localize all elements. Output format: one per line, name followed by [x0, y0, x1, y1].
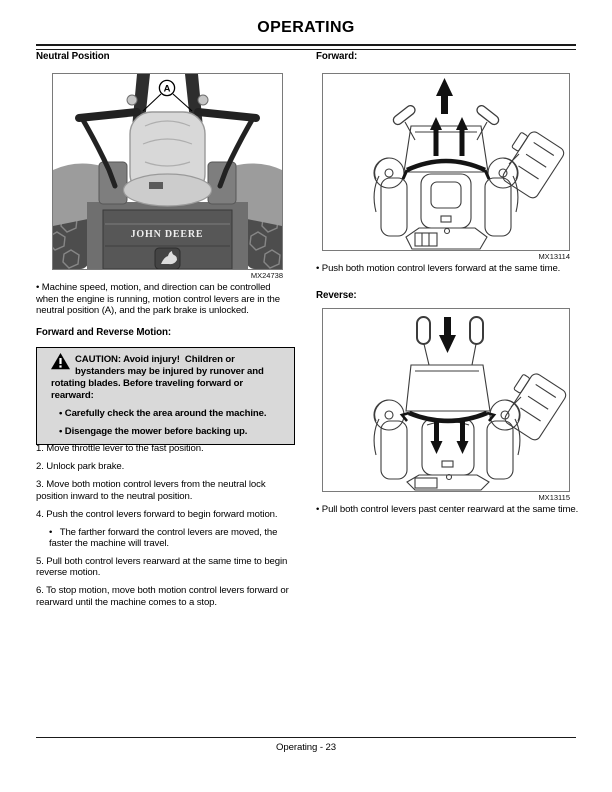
- section-heading-forward-reverse-motion: Forward and Reverse Motion:: [36, 327, 172, 338]
- mower-top-view-reverse: [323, 309, 569, 491]
- lever-crossbar-forward: [406, 158, 486, 173]
- lever-grip-left: [392, 105, 416, 126]
- step-2: 2. Unlock park brake.: [36, 461, 125, 472]
- mower-top-view-forward: [323, 74, 569, 250]
- small-up-arrow-left-icon: [430, 117, 442, 156]
- figure-caption-mx13115: MX13115: [538, 493, 570, 502]
- small-up-arrow-right-icon: [456, 117, 468, 156]
- side-bagger: [502, 131, 565, 199]
- footer-page-label: Operating - 23: [276, 742, 336, 753]
- lever-grip-right: [469, 316, 484, 345]
- warning-icon: [51, 353, 75, 370]
- small-down-arrow-right-icon: [456, 421, 469, 454]
- engine-housing: [405, 227, 488, 250]
- rear-wheel-right: [484, 177, 512, 237]
- seat: [122, 111, 213, 207]
- reverse-bullet: • Pull both control levers past center r…: [316, 504, 579, 515]
- procedure-steps: 1. Move throttle lever to the fast posit…: [36, 443, 294, 615]
- figure-caption-mx13114: MX13114: [538, 252, 570, 261]
- forward-bullet: • Push both motion control levers forwar…: [316, 263, 561, 274]
- brand-text: JOHN DEERE: [131, 229, 204, 240]
- section-heading-neutral-position: Neutral Position: [36, 51, 110, 62]
- header-double-rule: [36, 44, 576, 50]
- section-heading-reverse: Reverse:: [316, 290, 357, 301]
- lever-grip-left: [416, 316, 431, 345]
- rear-wheel-right: [486, 420, 514, 480]
- step-5: 5. Pull both control levers rearward at …: [36, 555, 288, 579]
- figure-forward-diagram: [322, 73, 570, 251]
- caution-bullet-2: • Disengage the mower before backing up.: [59, 425, 248, 437]
- rear-wheel-left: [380, 177, 408, 237]
- lever-grip-right: [476, 105, 500, 126]
- big-up-arrow-icon: [436, 78, 453, 114]
- callout-a: A: [142, 79, 193, 112]
- step-6: 6. To stop motion, move both motion cont…: [36, 585, 289, 608]
- step-4: 4. Push the control levers forward to be…: [36, 508, 278, 520]
- step-3: 3. Move both motion control levers from …: [36, 479, 266, 502]
- motion-control-levers: [75, 108, 260, 189]
- big-down-arrow-icon: [439, 317, 456, 353]
- small-down-arrow-left-icon: [430, 421, 443, 454]
- neutral-position-bullet: • Machine speed, motion, and direction c…: [36, 282, 280, 316]
- caution-bullet-1: • Carefully check the area around the ma…: [59, 408, 267, 419]
- footer-rule: [36, 737, 576, 738]
- label-a-badge: [158, 79, 176, 97]
- step-1: 1. Move throttle lever to the fast posit…: [36, 443, 204, 454]
- caution-text: CAUTION: Avoid injury! Children or bysta…: [51, 354, 264, 401]
- side-bagger: [504, 373, 567, 441]
- engine-housing: [406, 474, 490, 491]
- lever-crossbar-reverse: [408, 410, 488, 424]
- label-a-text: A: [164, 84, 171, 95]
- figure-neutral-position-photo: JOHN DEERE: [52, 73, 283, 270]
- deer-logo: [154, 247, 181, 269]
- rear-wheel-left: [380, 420, 408, 480]
- figure-caption-mx24738: MX24738: [250, 271, 283, 280]
- mower-rear-photo: JOHN DEERE: [53, 74, 282, 269]
- figure-reverse-diagram: [322, 308, 570, 492]
- section-heading-forward: Forward:: [316, 51, 358, 62]
- caution-box: CAUTION: Avoid injury! Children or bysta…: [36, 347, 295, 445]
- page-title: OPERATING: [257, 19, 355, 36]
- step-4-note: • The farther forward the control levers…: [49, 526, 278, 550]
